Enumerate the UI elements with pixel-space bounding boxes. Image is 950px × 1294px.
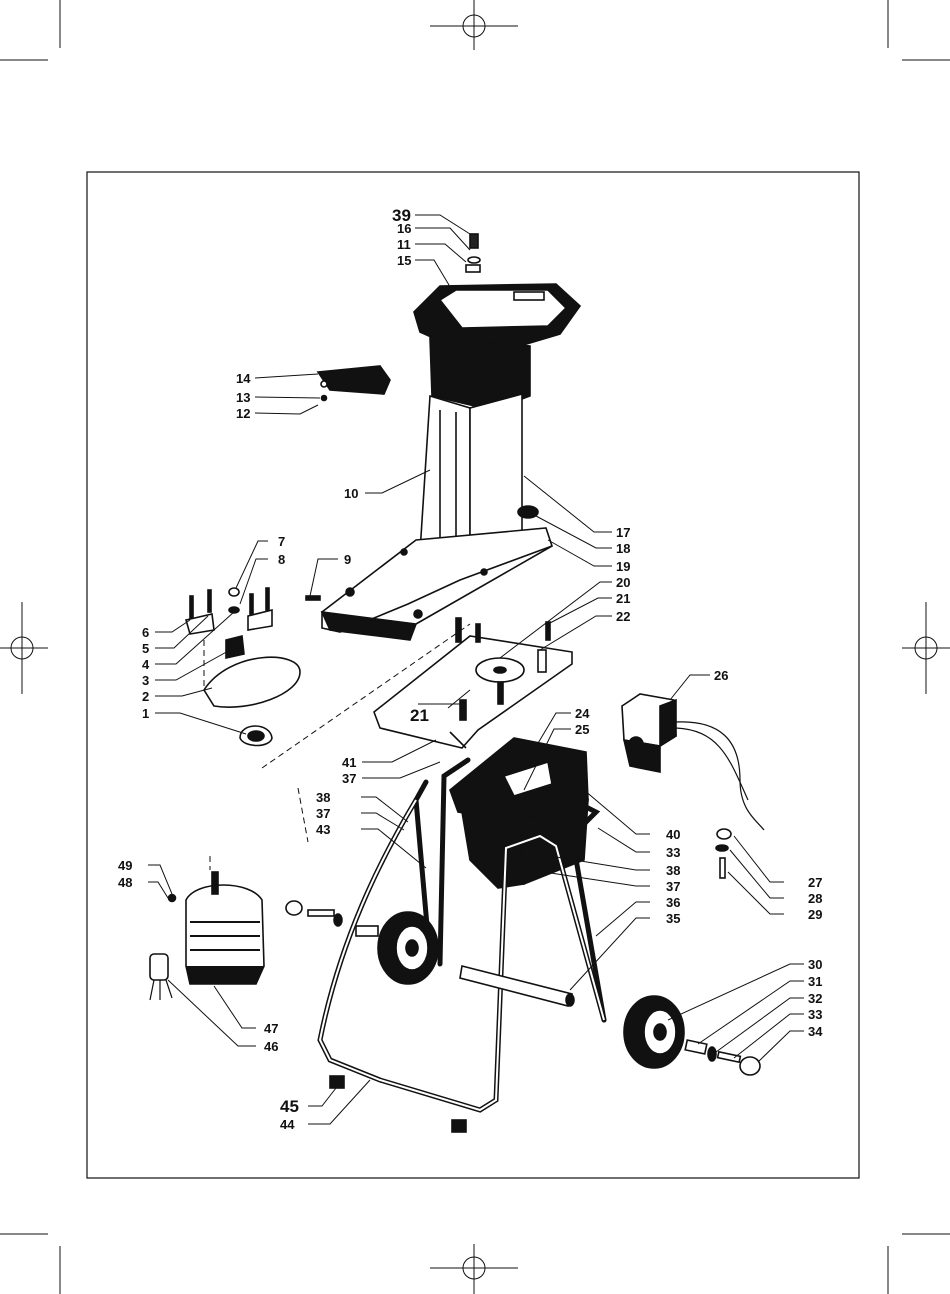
label-44: 44 [280,1117,295,1132]
registration-mark-left [0,602,48,694]
label-11: 11 [397,237,411,252]
label-8: 8 [278,552,285,567]
label-22: 22 [616,609,630,624]
screw-9 [306,596,320,600]
top-bolt-assembly [466,234,480,272]
label-48: 48 [118,875,132,890]
label-10: 10 [344,486,358,501]
label-21-right: 21 [616,591,630,606]
upper-housing-plate [322,528,552,640]
blade-assembly [186,588,300,746]
label-1: 1 [142,706,149,721]
feed-hopper [414,284,580,410]
label-7: 7 [278,534,285,549]
label-37-top: 37 [342,771,356,786]
label-3: 3 [142,673,149,688]
label-45: 45 [280,1097,299,1116]
side-cover [318,366,390,401]
label-38-right: 38 [666,863,680,878]
label-26: 26 [714,668,728,683]
registration-mark-top [430,0,518,50]
label-40: 40 [666,827,680,842]
label-14: 14 [236,371,251,386]
label-29: 29 [808,907,822,922]
label-27: 27 [808,875,822,890]
wheel-left [378,912,438,984]
wheel-right [624,996,684,1068]
label-41: 41 [342,755,356,770]
axle-hardware-right [685,1040,760,1075]
label-15: 15 [397,253,411,268]
label-18: 18 [616,541,630,556]
label-47: 47 [264,1021,278,1036]
label-24: 24 [575,706,590,721]
label-31: 31 [808,974,822,989]
label-13: 13 [236,390,250,405]
label-2: 2 [142,689,149,704]
label-28: 28 [808,891,822,906]
label-33-bottom: 33 [808,1007,822,1022]
label-17: 17 [616,525,630,540]
label-16: 16 [397,221,411,236]
label-30: 30 [808,957,822,972]
axle [460,966,574,1006]
label-46: 46 [264,1039,278,1054]
bolt-washer-set [716,829,731,878]
switch-box [622,694,764,830]
label-19: 19 [616,559,630,574]
label-43: 43 [316,822,330,837]
label-4: 4 [142,657,150,672]
electric-motor [150,872,264,1000]
label-12: 12 [236,406,250,421]
label-9: 9 [344,552,351,567]
label-25: 25 [575,722,589,737]
label-5: 5 [142,641,149,656]
label-21-left: 21 [410,706,429,725]
locking-knob [518,506,538,518]
label-20: 20 [616,575,630,590]
label-35: 35 [666,911,680,926]
label-37-left: 37 [316,806,330,821]
registration-mark-bottom [430,1244,518,1294]
label-33-mid: 33 [666,845,680,860]
label-36: 36 [666,895,680,910]
label-32: 32 [808,991,822,1006]
label-37-right: 37 [666,879,680,894]
label-6: 6 [142,625,149,640]
label-34: 34 [808,1024,823,1039]
label-38-left: 38 [316,790,330,805]
label-49: 49 [118,858,132,873]
registration-mark-right [902,602,950,694]
